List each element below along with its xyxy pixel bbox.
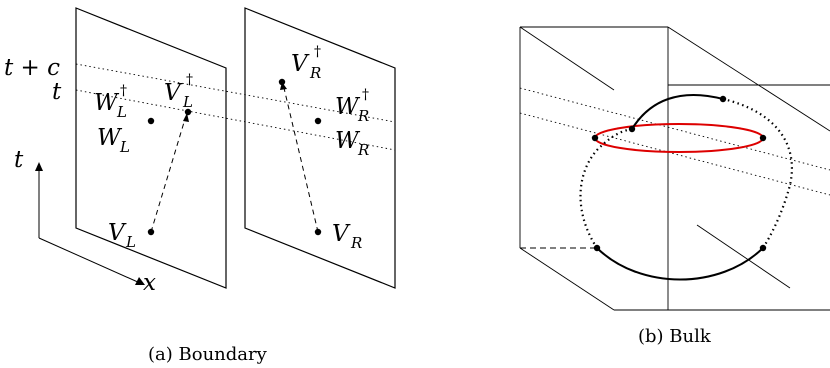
- point-V-L-dag: [184, 108, 192, 116]
- svg-text:W: W: [335, 94, 361, 120]
- curve-dotted-left: [579, 127, 633, 249]
- label-V-L: V L: [108, 220, 136, 251]
- right-boundary-plane: [244, 7, 396, 289]
- point-V-L: [147, 228, 155, 236]
- svg-text:†: †: [186, 72, 193, 88]
- arrow-V-L: [150, 118, 186, 233]
- svg-text:W: W: [97, 125, 123, 151]
- svg-text:L: L: [116, 103, 127, 121]
- svg-text:†: †: [314, 44, 321, 60]
- x-axis-arrow-icon: [135, 277, 145, 285]
- svg-text:W: W: [335, 128, 361, 154]
- curve-solid-top: [631, 94, 724, 130]
- svg-text:V: V: [108, 220, 127, 246]
- arrow-V-L-head-icon: [183, 113, 189, 122]
- svg-text:V: V: [291, 51, 310, 77]
- bulk-point-top-right: [719, 95, 727, 103]
- point-V-R-dag: [278, 78, 286, 86]
- time-slice-t-plus-c: [75, 63, 396, 123]
- left-boundary-plane: [75, 7, 227, 289]
- caption-bulk: (b) Bulk: [638, 326, 712, 347]
- bulk-point-bottom-left: [593, 244, 601, 252]
- arrow-V-R: [283, 87, 319, 233]
- label-t-plus-c: t + c: [4, 55, 60, 81]
- point-W-L: [147, 117, 155, 125]
- bulk-red-ring: [594, 123, 764, 153]
- curve-dotted-right: [722, 97, 793, 249]
- svg-text:W: W: [94, 90, 120, 116]
- bulk-panel: (b) Bulk: [519, 26, 830, 347]
- label-V-R-dagger: V R †: [291, 44, 321, 82]
- axis-label-x: x: [143, 270, 156, 296]
- svg-text:†: †: [120, 83, 127, 99]
- point-W-R: [314, 117, 322, 125]
- svg-text:R: R: [309, 64, 321, 82]
- bulk-point-ring-right: [759, 134, 767, 142]
- svg-text:L: L: [125, 233, 136, 251]
- bulk-slice-t: [519, 112, 830, 196]
- svg-text:L: L: [119, 138, 130, 156]
- svg-text:V: V: [164, 80, 183, 106]
- svg-text:R: R: [350, 234, 362, 252]
- label-V-L-dagger: V L †: [164, 72, 193, 111]
- label-W-R-dagger: W R †: [335, 87, 369, 125]
- label-W-R: W R: [335, 128, 369, 159]
- axis-label-t: t: [14, 147, 24, 173]
- bulk-box: [519, 26, 830, 311]
- label-t: t: [52, 79, 62, 105]
- label-V-R: V R: [332, 221, 362, 252]
- svg-text:L: L: [182, 93, 193, 111]
- bulk-point-top-left: [628, 125, 636, 133]
- svg-text:†: †: [362, 87, 369, 103]
- t-axis-arrow-icon: [35, 162, 43, 171]
- bulk-point-bottom-right: [759, 244, 767, 252]
- curve-solid-bottom: [596, 247, 764, 281]
- boundary-panel: t + c t t x W L † V L: [4, 7, 396, 365]
- bulk-slice-t-plus-c: [519, 87, 830, 171]
- svg-text:R: R: [357, 107, 369, 125]
- label-W-L-dagger: W L †: [94, 83, 127, 121]
- label-W-L: W L: [97, 125, 130, 156]
- svg-text:R: R: [357, 141, 369, 159]
- svg-text:V: V: [332, 221, 351, 247]
- time-slice-t: [75, 89, 396, 151]
- point-V-R: [314, 228, 322, 236]
- caption-boundary: (a) Boundary: [148, 344, 268, 365]
- axes: t x: [14, 147, 156, 296]
- bulk-point-ring-left: [591, 134, 599, 142]
